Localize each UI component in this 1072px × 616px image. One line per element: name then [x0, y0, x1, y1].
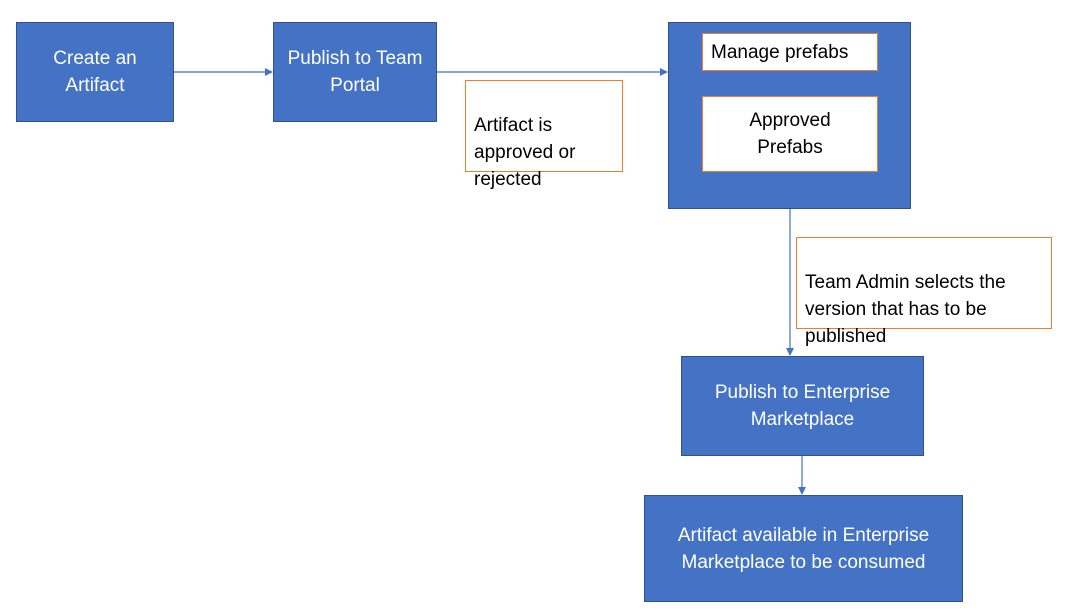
- approved-prefabs-label: Approved Prefabs: [749, 110, 831, 158]
- publish-enterprise-step: Publish to Enterprise Marketplace: [681, 356, 924, 456]
- approved-prefabs-box: Approved Prefabs: [702, 96, 878, 172]
- team-admin-note-text: Team Admin selects the version that has …: [805, 272, 1006, 347]
- publish-enterprise-label: Publish to Enterprise Marketplace: [714, 382, 891, 430]
- team-admin-note: Team Admin selects the version that has …: [796, 237, 1052, 347]
- manage-prefabs-label: Manage prefabs: [711, 41, 849, 63]
- publish-team-portal-label: Publish to Team Portal: [287, 48, 423, 96]
- approval-note-text: Artifact is approved or rejected: [474, 115, 576, 190]
- manage-prefabs-label-box: Manage prefabs: [702, 33, 878, 71]
- artifact-available-step: Artifact available in Enterprise Marketp…: [644, 495, 963, 602]
- artifact-available-label: Artifact available in Enterprise Marketp…: [677, 524, 930, 573]
- approval-note: Artifact is approved or rejected: [465, 80, 623, 190]
- publish-team-portal-step: Publish to Team Portal: [273, 22, 437, 122]
- create-artifact-label: Create an Artifact: [53, 48, 137, 96]
- create-artifact-step: Create an Artifact: [16, 22, 174, 122]
